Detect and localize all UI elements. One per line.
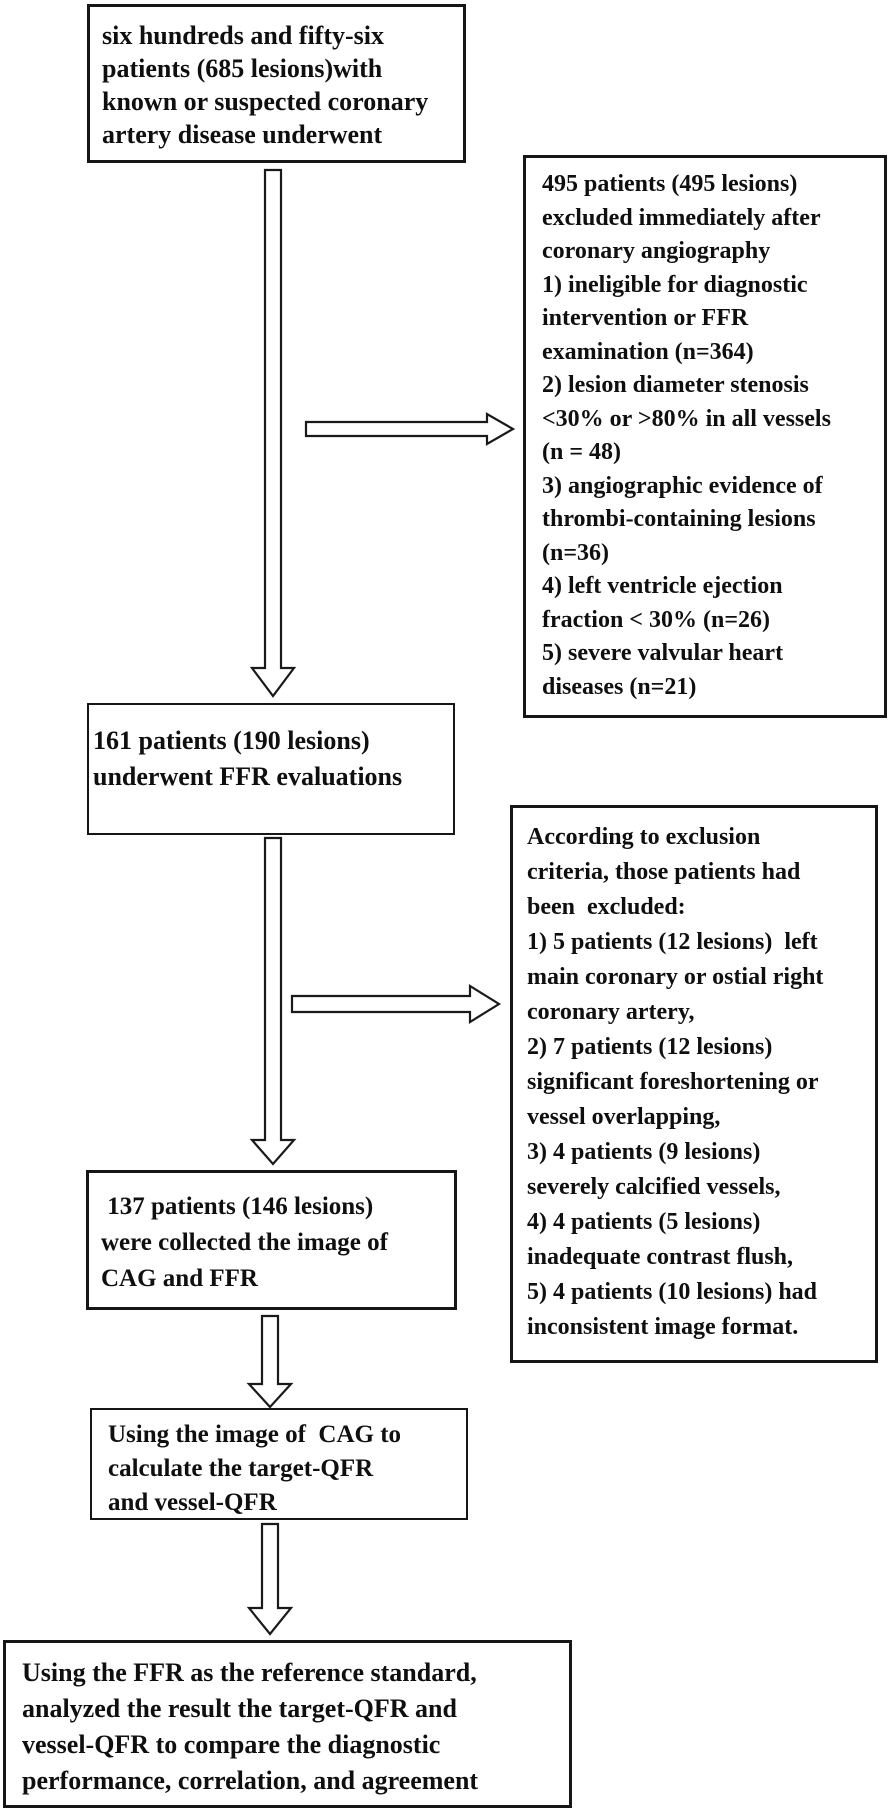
flow-node-ffr-evaluated: 161 patients (190 lesions) underwent FFR … (87, 703, 455, 835)
text-line: known or suspected coronary (102, 87, 429, 116)
text-line: diseases (n=21) (542, 673, 697, 700)
text-line: significant foreshortening or (527, 1069, 819, 1095)
text-line: 5) severe valvular heart (542, 640, 784, 666)
right-arrow-enrolled-to-excluded-icon (304, 412, 516, 446)
text-line: artery disease underwent (102, 120, 383, 149)
text-line: performance, correlation, and agreement (22, 1766, 479, 1795)
text-line: examination (n=364) (542, 338, 754, 365)
down-arrow-images-to-qfr-icon (246, 1314, 294, 1409)
flow-node-enrolled: six hundreds and fifty-six patients (685 … (87, 4, 466, 163)
text-line: calculate the target-QFR (108, 1455, 374, 1482)
down-arrow-ffr-to-images-icon (249, 836, 297, 1166)
text-line: <30% or >80% in all vessels (542, 405, 831, 432)
text-line: 1) ineligible for diagnostic (542, 271, 808, 298)
text-line: vessel-QFR to compare the diagnostic (22, 1730, 441, 1759)
text-line: fraction < 30% (n=26) (542, 606, 770, 633)
text-line: severely calcified vessels, (527, 1174, 781, 1200)
text-line: 5) 4 patients (10 lesions) had (527, 1279, 818, 1305)
text-line: intervention or FFR (542, 305, 749, 331)
flow-node-excluded-after-cag: 495 patients (495 lesions) excluded immed… (523, 155, 887, 718)
text-line: criteria, those patients had (527, 859, 801, 885)
text-line: underwent FFR evaluations (93, 762, 403, 791)
text-line: According to exclusion (527, 824, 761, 850)
text-line: 2) 7 patients (12 lesions) (527, 1034, 773, 1060)
text-line: inconsistent image format. (527, 1314, 799, 1340)
flow-node-images-collected: 137 patients (146 lesions) were collected… (86, 1170, 457, 1310)
down-arrow-qfr-to-analysis-icon (246, 1522, 294, 1636)
flow-node-excluded-by-criteria: According to exclusion criteria, those pa… (510, 805, 878, 1363)
text-line: 4) 4 patients (5 lesions) (527, 1209, 761, 1235)
text-line: coronary artery, (527, 999, 695, 1025)
text-line: inadequate contrast flush, (527, 1244, 794, 1270)
text-line: CAG and FFR (101, 1265, 258, 1292)
text-line: were collected the image of (101, 1229, 388, 1256)
text-line: 1) 5 patients (12 lesions) left (527, 929, 818, 955)
down-arrow-enrolled-to-ffr-icon (249, 168, 297, 698)
text-line: (n = 48) (542, 439, 622, 465)
text-line: Using the FFR as the reference standard, (22, 1658, 477, 1687)
text-line: and vessel-QFR (108, 1489, 277, 1516)
text-line: (n=36) (542, 539, 610, 566)
text-line: 3) angiographic evidence of (542, 472, 823, 499)
flow-node-qfr-calculated: Using the image of CAG to calculate the t… (90, 1408, 468, 1520)
text-line: analyzed the result the target-QFR and (22, 1694, 457, 1723)
flow-node-analysis: Using the FFR as the reference standard,… (3, 1640, 572, 1808)
text-line: 4) left ventricle ejection (542, 573, 783, 599)
text-line: six hundreds and fifty-six (102, 21, 384, 50)
text-line: 2) lesion diameter stenosis (542, 372, 809, 398)
text-line: been excluded: (527, 894, 686, 920)
text-line: excluded immediately after (542, 204, 821, 231)
text-line: thrombi-containing lesions (542, 506, 816, 532)
text-line: patients (685 lesions)with (102, 54, 383, 83)
text-line: Using the image of CAG to (108, 1421, 402, 1448)
right-arrow-ffr-to-excluded-icon (290, 984, 502, 1024)
text-line: coronary angiography (542, 238, 771, 264)
text-line: 495 patients (495 lesions) (542, 171, 798, 197)
text-line: vessel overlapping, (527, 1104, 721, 1130)
text-line: 161 patients (190 lesions) (93, 726, 370, 755)
text-line: main coronary or ostial right (527, 964, 824, 990)
text-line: 137 patients (146 lesions) (101, 1193, 374, 1220)
text-line: 3) 4 patients (9 lesions) (527, 1139, 761, 1165)
